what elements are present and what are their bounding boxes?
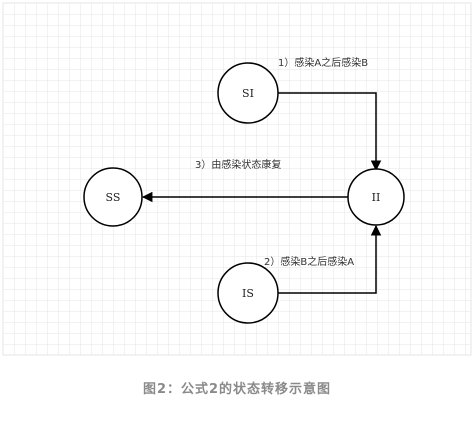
node-si-circle: [217, 62, 279, 124]
node-ss-circle: [83, 167, 143, 227]
edge-label-si-to-ii: 1）感染A之后感染B: [278, 56, 368, 69]
node-si-label: SI: [242, 87, 254, 100]
node-is: IS: [217, 262, 279, 324]
node-ii-label: II: [372, 191, 381, 204]
edge-si-to-ii: [278, 92, 382, 172]
node-ii-circle: [347, 168, 405, 226]
edge-is-to-ii: [278, 224, 382, 294]
node-si: SI: [217, 62, 279, 124]
edge-label-is-to-ii: 2）感染B之后感染A: [264, 255, 354, 268]
node-is-circle: [217, 262, 279, 324]
node-ss-label: SS: [106, 191, 121, 204]
edge-label-ii-to-ss: 3）由感染状态康复: [195, 158, 281, 171]
figure-caption: 图2：公式2的状态转移示意图: [142, 382, 332, 397]
node-is-label: IS: [242, 287, 254, 300]
node-ss: SS: [83, 167, 143, 227]
node-ii: II: [347, 168, 405, 226]
